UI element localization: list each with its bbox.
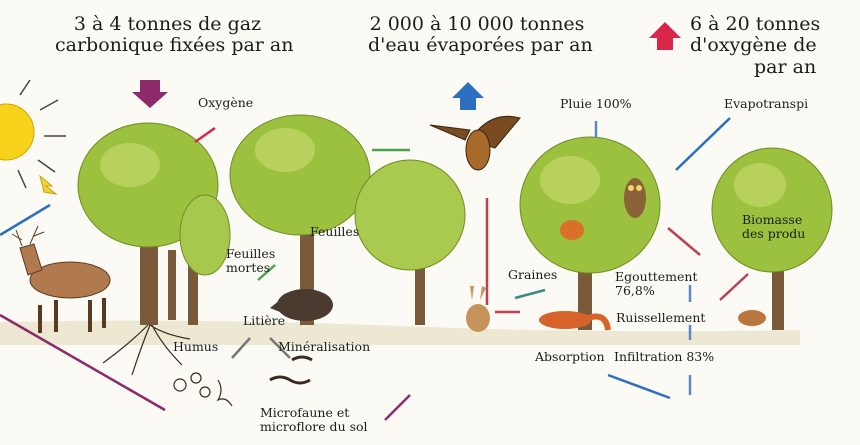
water-heading: 2 000 à 10 000 tonnes d'eau évaporées pa… bbox=[368, 13, 593, 57]
microfauna-line2: microflore du sol bbox=[260, 419, 368, 434]
deer-illustration bbox=[11, 225, 111, 333]
ground bbox=[0, 320, 800, 345]
forest-ecosystem-diagram: 3 à 4 tonnes de gaz carbonique fixées pa… bbox=[0, 13, 833, 434]
microfauna-label: Microfaune et microflore du sol bbox=[260, 406, 368, 434]
co2-heading-line2: carbonique fixées par an bbox=[55, 34, 294, 57]
dead-leaves-label: Feuilles mortes bbox=[226, 247, 275, 275]
humus-label: Humus bbox=[173, 339, 219, 354]
microfauna-line1: Microfaune et bbox=[260, 405, 350, 420]
absorption-arrow bbox=[607, 373, 671, 400]
co2-heading-line1: 3 à 4 tonnes de gaz bbox=[73, 13, 262, 35]
seed-arrow bbox=[514, 288, 546, 300]
evapotranspiration-label: Evapotranspi bbox=[724, 96, 809, 111]
biomass-line1: Biomasse bbox=[742, 212, 803, 227]
evaporation-arrow bbox=[384, 394, 411, 421]
small-animal-illustration bbox=[738, 310, 766, 326]
rabbit-illustration bbox=[466, 286, 490, 332]
water-heading-line1: 2 000 à 10 000 tonnes bbox=[369, 13, 585, 35]
oxygen-label: Oxygène bbox=[198, 95, 254, 110]
litter-arrow bbox=[269, 337, 291, 359]
sunlight-arrow bbox=[0, 203, 51, 237]
runoff-label: Ruissellement bbox=[616, 310, 706, 325]
water-heading-line2: d'eau évaporées par an bbox=[368, 34, 593, 57]
sun-icon bbox=[0, 79, 66, 195]
co2-down-arrow-icon bbox=[132, 80, 168, 108]
infiltration-label: Infiltration 83% bbox=[614, 349, 715, 364]
oxygen-heading-line2: d'oxygène de bbox=[690, 34, 817, 57]
microfauna-illustration bbox=[173, 355, 313, 407]
seeds-label: Graines bbox=[508, 267, 558, 282]
roots-illustration bbox=[102, 324, 191, 376]
owl-illustration bbox=[624, 178, 646, 218]
sunlight-arrow bbox=[0, 313, 166, 412]
litter-label: Litière bbox=[243, 313, 286, 328]
squirrel-illustration bbox=[560, 220, 584, 240]
boar-illustration bbox=[270, 289, 333, 321]
oxygen-up-arrow-icon bbox=[649, 22, 681, 50]
rain-label: Pluie 100% bbox=[560, 96, 632, 111]
red-flow-arrow bbox=[667, 227, 701, 256]
red-flow-arrow bbox=[719, 273, 749, 301]
oxygen-heading: 6 à 20 tonnes d'oxygène de par an bbox=[690, 13, 860, 78]
biomass-line2: des produ bbox=[742, 226, 806, 241]
absorption-label: Absorption bbox=[535, 349, 605, 364]
eagle-illustration bbox=[429, 115, 521, 171]
dead-leaves-line2: mortes bbox=[226, 260, 271, 275]
co2-heading: 3 à 4 tonnes de gaz carbonique fixées pa… bbox=[55, 13, 294, 57]
dead-leaves-line1: Feuilles bbox=[226, 246, 276, 261]
green-flow-arrow bbox=[257, 264, 276, 281]
fox-illustration bbox=[539, 311, 611, 331]
oxygen-release-arrow bbox=[194, 126, 216, 144]
water-up-arrow-icon bbox=[452, 82, 484, 110]
mineralisation-label: Minéralisation bbox=[278, 339, 371, 354]
drip-label: Egouttement 76,8% bbox=[615, 270, 697, 298]
litter-arrow bbox=[231, 337, 251, 359]
evapotranspiration-arrow bbox=[675, 117, 731, 171]
oxygen-heading-line3: par an bbox=[754, 55, 817, 78]
leaves-label: Feuilles bbox=[310, 224, 360, 239]
drip-line2: 76,8% bbox=[615, 283, 655, 298]
drip-line1: Egouttement bbox=[615, 269, 698, 284]
biomass-label: Biomasse des produ bbox=[742, 213, 805, 241]
illustration bbox=[0, 22, 833, 421]
oxygen-heading-line1: 6 à 20 tonnes bbox=[690, 13, 821, 35]
